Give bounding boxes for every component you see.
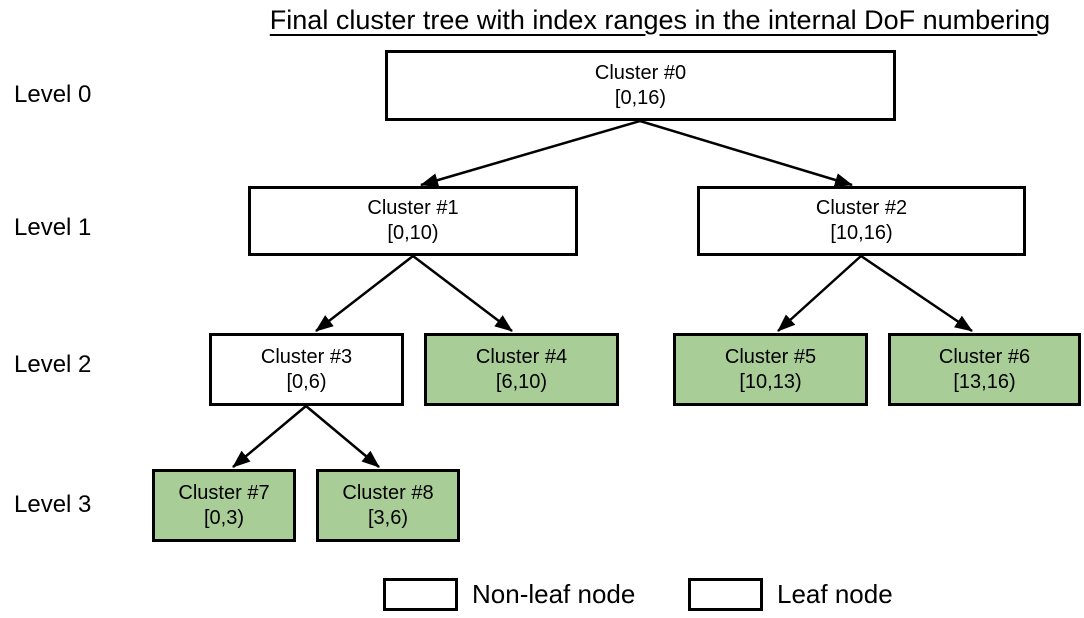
arrow-cluster1-to-cluster3 — [315, 255, 414, 332]
node-label: Cluster #3 — [260, 345, 353, 368]
node-cluster-5: Cluster #5 [10,13) — [673, 333, 868, 406]
node-label: Cluster #6 — [938, 345, 1031, 368]
node-label: Cluster #1 — [367, 197, 459, 219]
arrow-cluster1-to-cluster4 — [412, 255, 513, 332]
node-range: [10,13) — [739, 370, 802, 393]
legend-leaf-swatch — [688, 578, 763, 611]
node-cluster-0: Cluster #0 [0,16) — [385, 50, 896, 121]
node-cluster-3: Cluster #3 [0,6) — [209, 333, 404, 406]
node-cluster-4: Cluster #4 [6,10) — [424, 333, 619, 406]
node-cluster-1: Cluster #1 [0,10) — [248, 186, 578, 256]
node-cluster-8: Cluster #8 [3,6) — [316, 469, 460, 542]
arrow-cluster2-to-cluster6 — [860, 254, 973, 333]
node-range: [0,6) — [286, 370, 327, 393]
node-label: Cluster #8 — [342, 481, 434, 504]
level-label-3: Level 3 — [14, 491, 92, 518]
arrow-cluster3-to-cluster7 — [232, 405, 307, 468]
node-label: Cluster #4 — [475, 345, 568, 368]
legend-leaf-label: Leaf node — [777, 579, 893, 609]
node-cluster-6: Cluster #6 [13,16) — [888, 333, 1081, 406]
node-range: [0,10) — [387, 222, 439, 244]
node-range: [6,10) — [495, 370, 548, 393]
legend-nonleaf-swatch — [383, 578, 458, 611]
arrow-cluster3-to-cluster8 — [305, 405, 380, 468]
legend-nonleaf-label: Non-leaf node — [472, 579, 636, 609]
level-label-1: Level 1 — [14, 214, 92, 241]
node-range: [3,6) — [367, 506, 409, 529]
node-range: [0,3) — [203, 506, 245, 529]
arrow-cluster2-to-cluster5 — [777, 255, 862, 332]
level-label-0: Level 0 — [14, 81, 92, 108]
arrow-cluster0-to-cluster2 — [639, 119, 853, 187]
node-label: Cluster #7 — [178, 481, 270, 504]
node-range: [0,16) — [614, 86, 667, 109]
node-label: Cluster #2 — [815, 197, 908, 219]
node-range: [10,16) — [830, 222, 893, 244]
level-label-2: Level 2 — [14, 351, 92, 378]
arrow-cluster0-to-cluster1 — [420, 119, 641, 187]
node-label: Cluster #5 — [724, 345, 817, 368]
node-range: [13,16) — [953, 370, 1016, 393]
node-label: Cluster #0 — [594, 61, 687, 84]
node-cluster-2: Cluster #2 [10,16) — [697, 186, 1026, 256]
node-cluster-7: Cluster #7 [0,3) — [152, 469, 296, 542]
diagram-title: Final cluster tree with index ranges in … — [269, 5, 1051, 35]
